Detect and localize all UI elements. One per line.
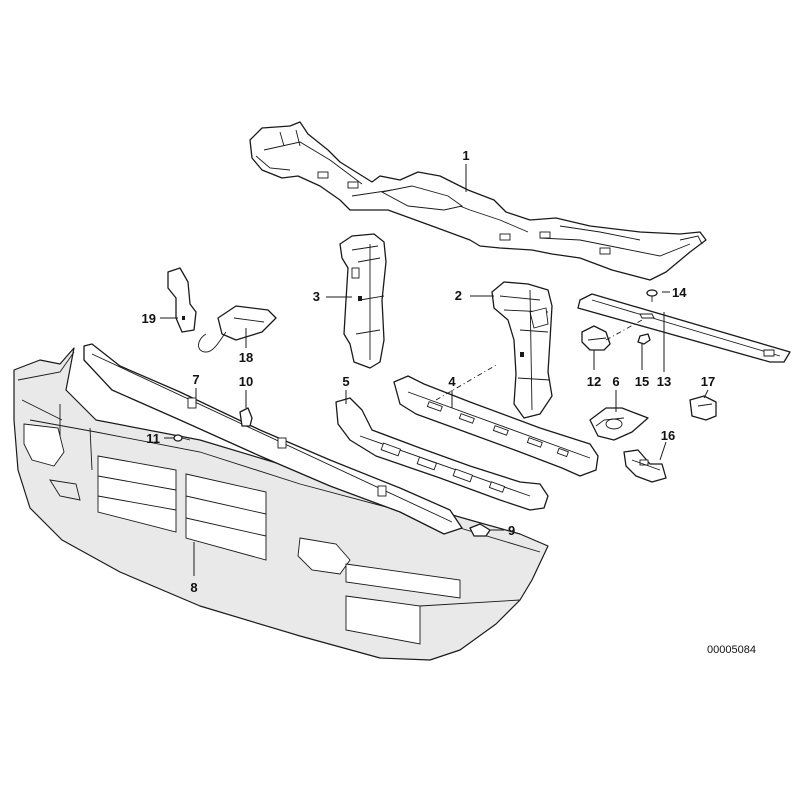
part-3-left-support-bracket <box>339 233 387 369</box>
leader-lines <box>160 164 709 576</box>
callout-10: 10 <box>239 374 253 389</box>
part-2-right-support-bracket <box>491 281 553 419</box>
callout-14: 14 <box>672 285 687 300</box>
part-17-angle-bracket <box>689 395 717 421</box>
part-18-hook-bracket <box>198 305 277 353</box>
callout-18: 18 <box>239 350 253 365</box>
callout-2: 2 <box>455 288 462 303</box>
part-5-impact-rail-left <box>335 397 549 511</box>
callout-8: 8 <box>190 580 197 595</box>
callout-1: 1 <box>462 148 469 163</box>
part-14-bolt <box>646 289 658 302</box>
callout-19: 19 <box>142 311 156 326</box>
part-8-bumper-cover <box>13 347 549 661</box>
callout-11: 11 <box>146 431 160 446</box>
part-10-clip <box>239 407 253 427</box>
part-1-front-carrier <box>249 121 707 281</box>
callout-12: 12 <box>587 374 601 389</box>
part-12-clip <box>581 325 611 351</box>
part-16-bracket <box>623 449 667 483</box>
callout-13: 13 <box>657 374 671 389</box>
callout-5: 5 <box>342 374 349 389</box>
callout-3: 3 <box>313 289 320 304</box>
callout-17: 17 <box>701 374 715 389</box>
assembly-line-12-13 <box>605 319 643 341</box>
part-19-bracket <box>167 267 197 333</box>
callout-9: 9 <box>508 523 515 538</box>
callout-15: 15 <box>635 374 649 389</box>
diagram-reference-number: 00005084 <box>707 644 756 656</box>
callout-4: 4 <box>448 374 456 389</box>
part-15-nut <box>637 333 651 345</box>
part-4-impact-rail-right <box>393 375 599 477</box>
part-9-clip <box>469 523 491 537</box>
part-7-trim-strip <box>83 343 463 535</box>
callout-6: 6 <box>612 374 619 389</box>
part-13-support-strip <box>577 293 791 363</box>
part-6-mount-plate <box>589 407 649 441</box>
callout-16: 16 <box>661 428 675 443</box>
callout-7: 7 <box>192 372 199 387</box>
